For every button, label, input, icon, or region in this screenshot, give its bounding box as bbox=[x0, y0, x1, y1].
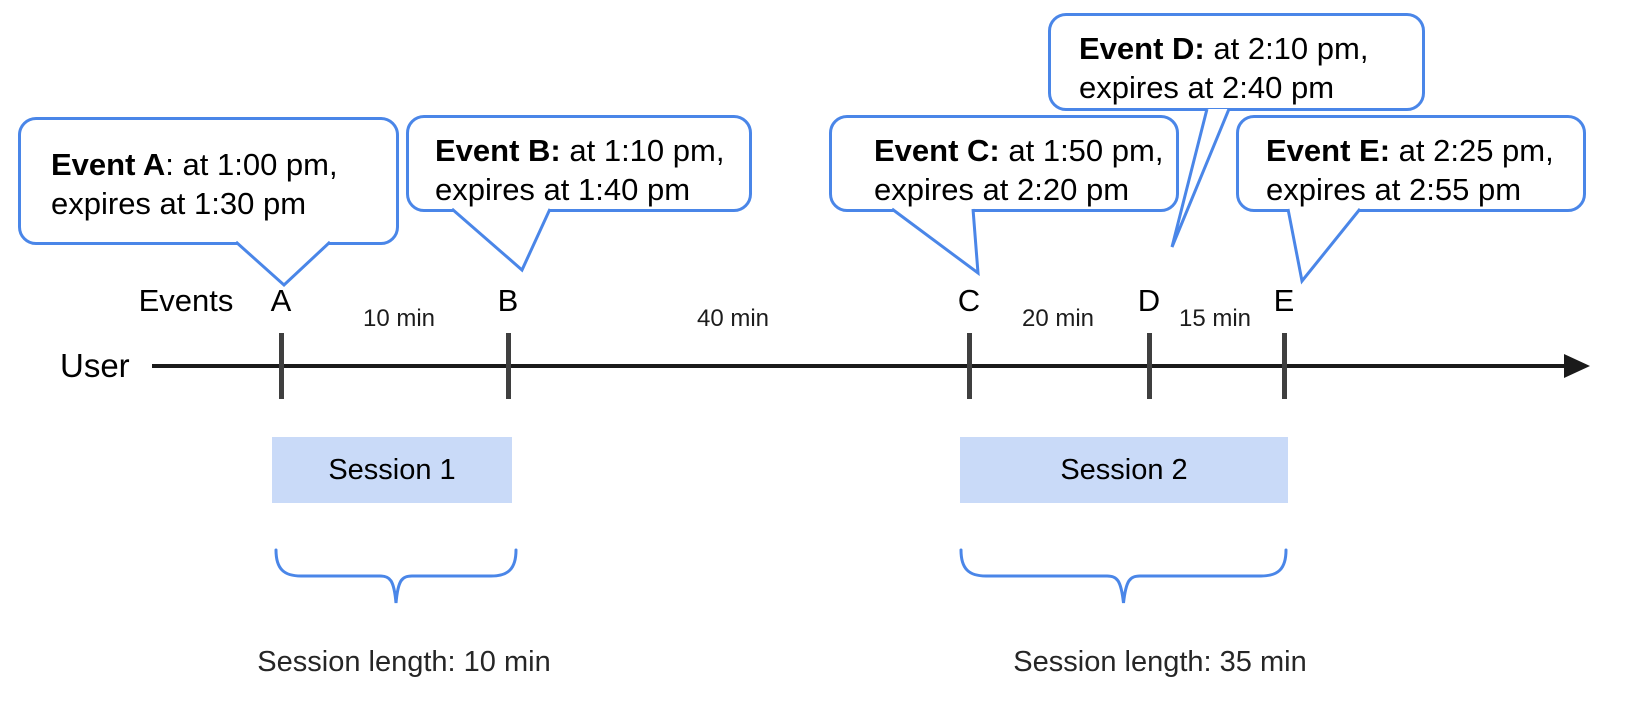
tick-label-e: E bbox=[1273, 283, 1295, 318]
tick-event-b bbox=[506, 333, 511, 399]
event-a-callout-tail bbox=[234, 240, 332, 288]
events-row-label: Events bbox=[138, 283, 234, 318]
timeline-axis bbox=[152, 364, 1566, 368]
event-b-callout-tail bbox=[451, 207, 552, 273]
session-1-box: Session 1 bbox=[272, 437, 512, 503]
timeline-user-label: User bbox=[60, 347, 130, 384]
timeline-arrowhead-icon bbox=[1564, 354, 1590, 378]
session-2-brace bbox=[959, 548, 1288, 604]
session-1-length-label: Session length: 10 min bbox=[257, 646, 551, 678]
session-2-length-label: Session length: 35 min bbox=[1013, 646, 1307, 678]
gap-label-a-b: 10 min bbox=[362, 305, 436, 332]
event-a-line2: expires at 1:30 pm bbox=[51, 186, 307, 221]
event-c-callout: Event C: at 1:50 pm, expires at 2:20 pm bbox=[829, 115, 1179, 212]
tick-label-d: D bbox=[1137, 283, 1161, 318]
event-e-callout: Event E: at 2:25 pm, expires at 2:55 pm bbox=[1236, 115, 1586, 212]
event-b-line1: Event B: at 1:10 pm, bbox=[435, 133, 725, 168]
event-d-callout-tail bbox=[1170, 108, 1231, 248]
event-c-callout-tail bbox=[891, 207, 980, 277]
event-b-callout: Event B: at 1:10 pm, expires at 1:40 pm bbox=[406, 115, 752, 212]
event-e-line2: expires at 2:55 pm bbox=[1266, 172, 1522, 207]
tick-label-b: B bbox=[497, 283, 519, 318]
event-c-line2: expires at 2:20 pm bbox=[874, 172, 1130, 207]
event-a-callout: Event A: at 1:00 pm, expires at 1:30 pm bbox=[18, 117, 399, 245]
session-1-brace bbox=[274, 548, 518, 604]
event-e-line1: Event E: at 2:25 pm, bbox=[1266, 133, 1554, 168]
gap-label-d-e: 15 min bbox=[1178, 305, 1252, 332]
event-e-callout-tail bbox=[1286, 208, 1362, 285]
gap-label-c-d: 20 min bbox=[1021, 305, 1095, 332]
event-d-line2: expires at 2:40 pm bbox=[1079, 70, 1335, 105]
tick-event-c bbox=[967, 333, 972, 399]
session-1-label: Session 1 bbox=[328, 453, 456, 486]
event-a-line1: Event A: at 1:00 pm, bbox=[51, 147, 338, 182]
event-d-line1: Event D: at 2:10 pm, bbox=[1079, 31, 1369, 66]
session-2-box: Session 2 bbox=[960, 437, 1288, 503]
event-d-callout: Event D: at 2:10 pm, expires at 2:40 pm bbox=[1048, 13, 1425, 111]
tick-label-a: A bbox=[270, 283, 292, 318]
tick-label-c: C bbox=[957, 283, 981, 318]
event-b-line2: expires at 1:40 pm bbox=[435, 172, 691, 207]
tick-event-a bbox=[279, 333, 284, 399]
gap-label-b-c: 40 min bbox=[696, 305, 770, 332]
tick-event-d bbox=[1147, 333, 1152, 399]
tick-event-e bbox=[1282, 333, 1287, 399]
event-c-line1: Event C: at 1:50 pm, bbox=[874, 133, 1164, 168]
session-2-label: Session 2 bbox=[1060, 453, 1188, 486]
